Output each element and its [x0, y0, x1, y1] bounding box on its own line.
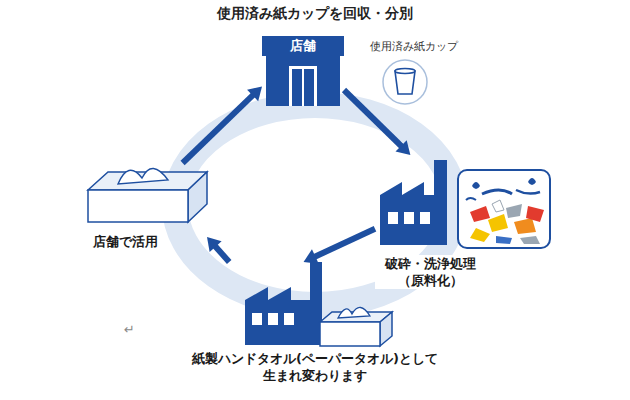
cycle-arrow	[344, 90, 410, 155]
shredding-callout	[466, 198, 476, 200]
shredding-callout	[526, 206, 544, 222]
recycling-factory	[420, 212, 430, 224]
shredding-callout	[458, 170, 550, 248]
arrow-head	[247, 86, 262, 101]
arrow-shaft	[183, 93, 255, 163]
store-sign: 店舗	[262, 36, 344, 56]
cycle-arrow	[304, 229, 375, 264]
store-building	[262, 36, 344, 106]
shredding-callout	[472, 182, 480, 189]
store-node: 店舗	[262, 36, 344, 108]
cycle-arrow	[183, 86, 262, 163]
recycling-factory	[380, 160, 447, 245]
paper-towel-box	[320, 307, 392, 346]
paper-towel-box	[320, 322, 380, 346]
paper-factory	[245, 262, 322, 345]
store-building	[266, 56, 340, 106]
paper-towel-box	[380, 312, 392, 346]
store-building	[292, 69, 302, 106]
cycle-arrow	[207, 237, 229, 262]
shredding-callout	[470, 228, 490, 242]
shredding-callout	[528, 178, 536, 185]
diagram-title: 使用済み紙カップを回収・分別	[0, 4, 630, 22]
shredding-callout	[488, 214, 508, 232]
recycling-factory	[388, 212, 398, 224]
recycling-factory-node: 破砕・洗浄処理 （原料化）	[375, 155, 552, 289]
usage-caption: 店舗で活用	[93, 233, 158, 250]
shredding-callout	[458, 170, 550, 248]
return-mark: ↵	[124, 322, 135, 337]
store-building	[289, 66, 317, 106]
tissue-box	[88, 190, 188, 222]
tissue-box	[88, 168, 207, 222]
recycling-factory	[380, 160, 447, 245]
arrow-head	[396, 140, 411, 155]
shredding-callout	[514, 218, 536, 234]
shredding-callout	[496, 236, 512, 244]
arrow-shaft	[214, 244, 230, 262]
tissue-box	[118, 168, 168, 184]
store-building	[304, 69, 314, 106]
recycling-factory	[404, 212, 414, 224]
store-building	[262, 36, 344, 56]
shredding-callout	[482, 190, 512, 194]
tissue-box	[188, 172, 207, 222]
paper-factory-node: 紙製ハンドタオル(ペーパータオル)として 生まれ変わります	[172, 262, 458, 384]
shredding-callout	[520, 236, 540, 244]
arrow-head	[304, 249, 319, 264]
arrow-shaft	[344, 90, 403, 148]
shredding-callout	[492, 200, 504, 212]
paper-cup-icon	[395, 69, 415, 74]
paper-cup-icon	[395, 71, 415, 94]
paper-factory	[284, 313, 294, 325]
paper-cup-icon	[383, 60, 427, 104]
paper-factory	[245, 262, 322, 345]
paper-cup-icon	[383, 60, 427, 104]
tissue-box-node: 店舗で活用	[85, 163, 207, 250]
arrow-shaft	[313, 229, 375, 258]
process-caption: 破砕・洗浄処理 （原料化）	[375, 255, 485, 289]
shredding-callout	[516, 190, 540, 194]
icon-label: 使用済み紙カップ	[370, 39, 458, 54]
arrow-head	[207, 237, 222, 252]
shredding-callout	[506, 204, 522, 218]
paper-factory	[268, 313, 278, 325]
shredding-callout	[470, 206, 490, 222]
paper-towel-box	[338, 307, 370, 318]
paper-factory	[252, 313, 262, 325]
process-caption: 紙製ハンドタオル(ペーパータオル)として 生まれ変わります	[172, 350, 458, 384]
